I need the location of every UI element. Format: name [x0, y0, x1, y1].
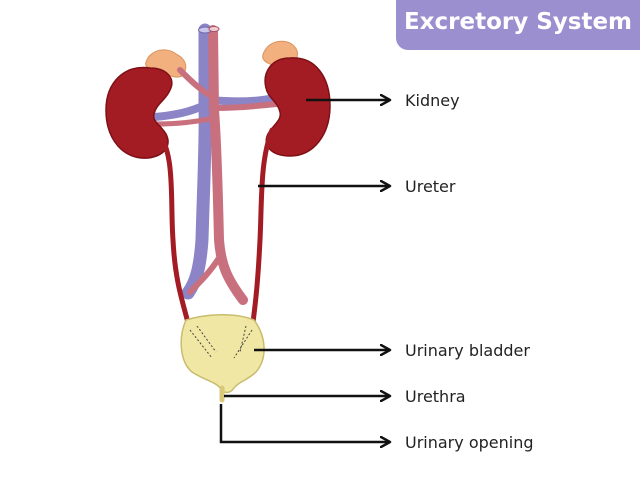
pointer-lines [219, 100, 390, 442]
aorta [153, 25, 279, 305]
aorta-top [208, 26, 220, 32]
kidney-label: Kidney [405, 91, 460, 110]
ureter-label: Ureter [405, 177, 456, 196]
title-banner: Excretory System [396, 0, 640, 50]
urinary-opening-label: Urinary opening [405, 433, 534, 452]
left-kidney [105, 66, 173, 159]
urinary-bladder [180, 313, 265, 394]
urinary-bladder-label: Urinary bladder [405, 341, 530, 360]
urinary-opening-pointer [219, 404, 390, 442]
ureters [153, 127, 275, 333]
urethra-label: Urethra [405, 387, 466, 406]
ureter-openings [189, 325, 253, 359]
